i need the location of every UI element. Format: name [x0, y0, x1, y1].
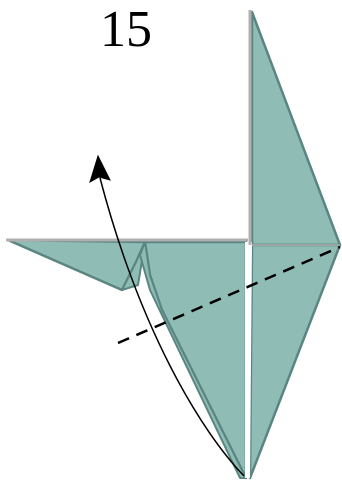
- left-flap: [8, 240, 145, 290]
- right-lower-panel: [250, 245, 340, 478]
- left-body-panel: [145, 242, 246, 478]
- upper-right-point: [252, 12, 340, 245]
